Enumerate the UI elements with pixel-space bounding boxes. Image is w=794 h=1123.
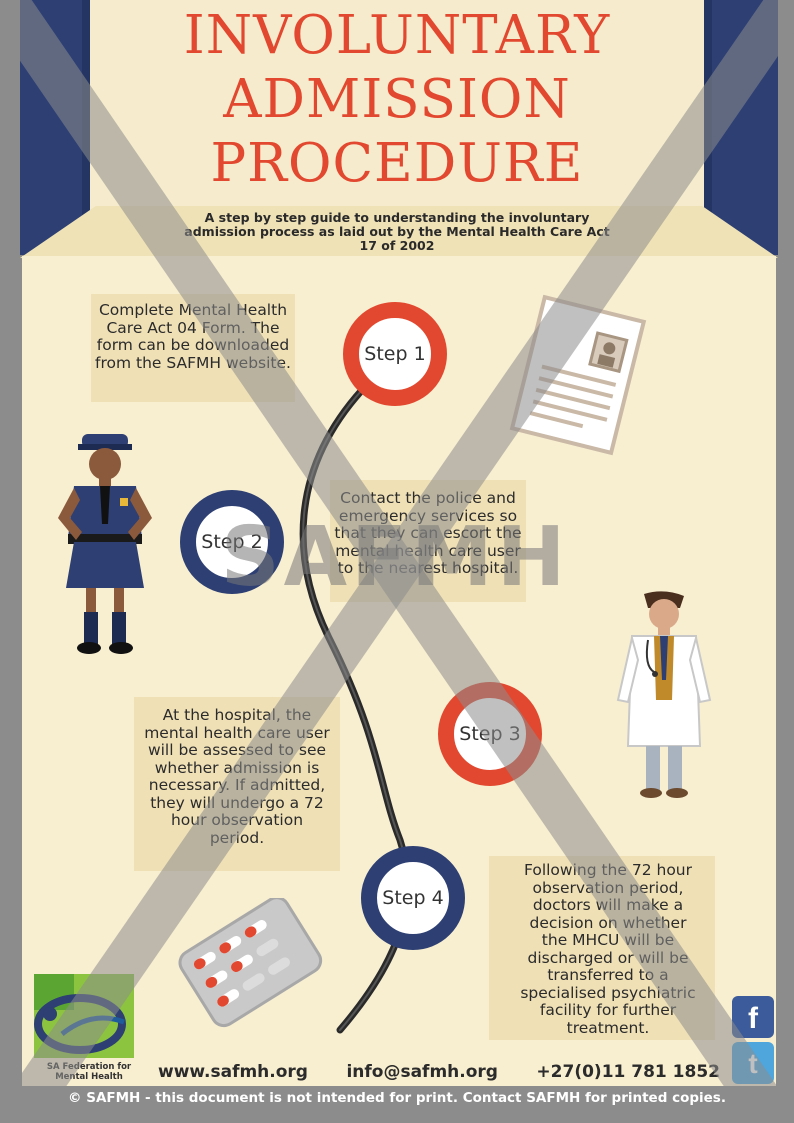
logo-line-2: Mental Health bbox=[55, 1072, 123, 1082]
step-2-description: Contact the police and emergency service… bbox=[330, 480, 526, 602]
step-1-circle: Step 1 bbox=[343, 302, 447, 406]
pills-blister-icon bbox=[178, 898, 323, 1028]
copyright-notice: © SAFMH - this document is not intended … bbox=[68, 1090, 726, 1106]
step-2-label: Step 2 bbox=[201, 531, 263, 553]
logo-caption: SA Federation for Mental Health bbox=[34, 1062, 144, 1082]
safmh-logo bbox=[34, 974, 134, 1058]
step-3-description: At the hospital, the mental health care … bbox=[134, 697, 340, 871]
twitter-icon[interactable]: t bbox=[732, 1042, 774, 1084]
step-2-circle: Step 2 bbox=[180, 490, 284, 594]
facebook-icon[interactable]: f bbox=[732, 996, 774, 1038]
step-4-description: Following the 72 hour observation period… bbox=[489, 856, 715, 1040]
email-link[interactable]: info@safmh.org bbox=[346, 1062, 498, 1082]
doctor-icon bbox=[616, 591, 712, 798]
step-4-circle: Step 4 bbox=[361, 846, 465, 950]
step-4-label: Step 4 bbox=[382, 887, 444, 909]
step-1-label: Step 1 bbox=[364, 343, 426, 365]
facebook-glyph: f bbox=[748, 1002, 758, 1035]
police-officer-icon bbox=[58, 434, 152, 654]
document-form-icon bbox=[509, 294, 647, 456]
logo-line-1: SA Federation for bbox=[46, 1062, 132, 1072]
website-link[interactable]: www.safmh.org bbox=[158, 1062, 308, 1082]
step-3-circle: Step 3 bbox=[438, 682, 542, 786]
step-3-label: Step 3 bbox=[459, 723, 521, 745]
twitter-glyph: t bbox=[748, 1048, 758, 1079]
phone-number: +27(0)11 781 1852 bbox=[536, 1062, 720, 1082]
step-1-description: Complete Mental Health Care Act 04 Form.… bbox=[91, 294, 295, 402]
contact-bar: www.safmh.org info@safmh.org +27(0)11 78… bbox=[158, 1062, 720, 1082]
